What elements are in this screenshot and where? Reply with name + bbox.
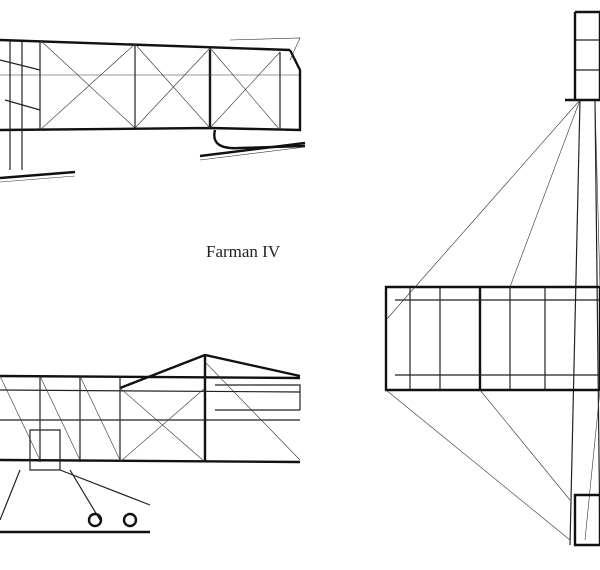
top-view <box>384 10 600 547</box>
wheel-icon <box>122 512 138 528</box>
front-view <box>0 353 301 534</box>
drawing-caption: Farman IV <box>206 242 281 261</box>
side-view <box>0 37 306 183</box>
wheel-icon <box>87 512 103 528</box>
